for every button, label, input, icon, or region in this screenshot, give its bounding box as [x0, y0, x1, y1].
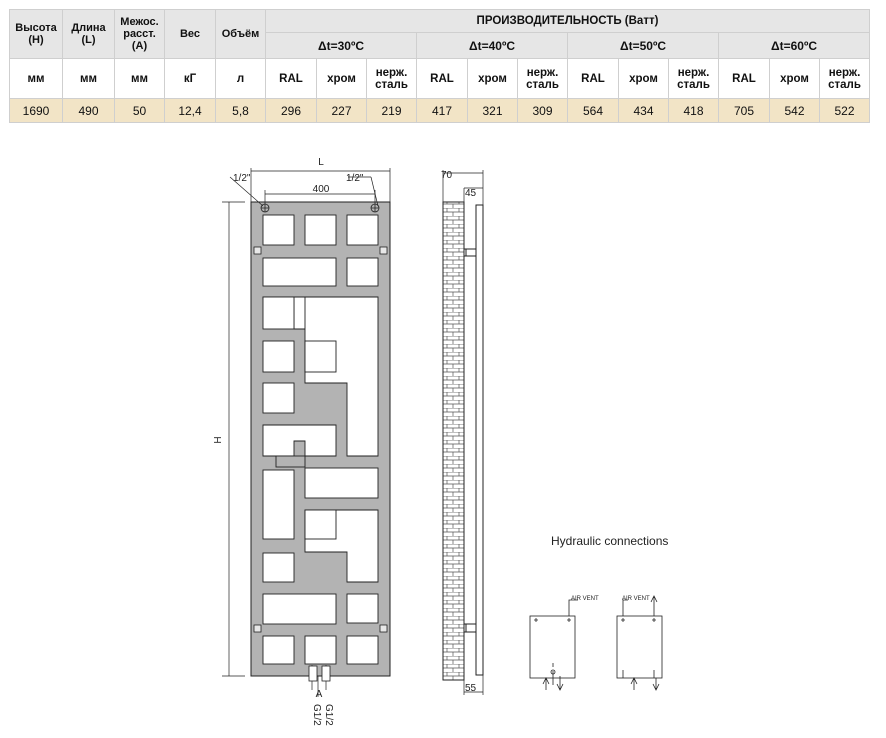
value-cell: 50: [114, 98, 165, 123]
finish-cell: нерж. сталь: [517, 58, 568, 99]
label-400: 400: [313, 184, 330, 195]
unit-cell: мм: [114, 58, 165, 99]
value-cell: 321: [467, 98, 518, 123]
radiator-front-view: [222, 168, 391, 697]
value-cell: 522: [819, 98, 870, 123]
label-half-inch-left: 1/2": [233, 173, 251, 184]
finish-cell: RAL: [567, 58, 619, 99]
header-height: Высота (H): [9, 9, 63, 59]
air-vent-label-2: AIR VENT: [622, 596, 650, 602]
label-g-left: G1/2: [311, 704, 322, 726]
finish-cell: хром: [769, 58, 820, 99]
label-l: L: [318, 157, 324, 168]
header-volume: Объём: [215, 9, 266, 59]
delta-60: Δt=60ºC: [718, 32, 870, 59]
finish-cell: нерж. сталь: [366, 58, 417, 99]
header-performance: ПРОИЗВОДИТЕЛЬНОСТЬ (Ватт): [265, 9, 870, 33]
value-cell: 418: [668, 98, 719, 123]
unit-cell: л: [215, 58, 266, 99]
value-cell: 309: [517, 98, 568, 123]
label-h: H: [211, 436, 222, 443]
delta-50: Δt=50ºC: [567, 32, 719, 59]
finish-cell: нерж. сталь: [668, 58, 719, 99]
value-cell: 705: [718, 98, 770, 123]
value-cell: 219: [366, 98, 417, 123]
finish-cell: хром: [618, 58, 669, 99]
label-55: 55: [465, 683, 477, 694]
value-cell: 5,8: [215, 98, 266, 123]
value-cell: 434: [618, 98, 669, 123]
finish-cell: RAL: [416, 58, 468, 99]
value-cell: 296: [265, 98, 317, 123]
header-length: Длина (L): [62, 9, 115, 59]
value-cell: 564: [567, 98, 619, 123]
air-vent-label-1: AIR VENT: [571, 596, 599, 602]
delta-30: Δt=30ºC: [265, 32, 417, 59]
spec-table: Высота (H) Длина (L) Межос. расст. (A) В…: [9, 9, 870, 123]
finish-cell: хром: [467, 58, 518, 99]
header-center: Межос. расст. (A): [114, 9, 165, 59]
radiator-side-view: [442, 170, 484, 695]
value-cell: 12,4: [164, 98, 216, 123]
hydraulic-diagram-2: [616, 595, 663, 691]
finish-cell: хром: [316, 58, 367, 99]
value-cell: 417: [416, 98, 468, 123]
label-70: 70: [441, 170, 453, 181]
value-cell: 490: [62, 98, 115, 123]
label-45: 45: [465, 188, 477, 199]
unit-cell: кГ: [164, 58, 216, 99]
label-g-right: G1/2: [323, 704, 334, 726]
delta-40: Δt=40ºC: [416, 32, 568, 59]
hydraulic-title: Hydraulic connections: [551, 534, 668, 548]
unit-cell: мм: [9, 58, 63, 99]
header-weight: Вес: [164, 9, 216, 59]
finish-cell: RAL: [718, 58, 770, 99]
hydraulic-diagram-1: [529, 599, 578, 691]
finish-cell: RAL: [265, 58, 317, 99]
value-cell: 1690: [9, 98, 63, 123]
value-cell: 542: [769, 98, 820, 123]
value-cell: 227: [316, 98, 367, 123]
label-half-inch-right: 1/2": [346, 173, 364, 184]
label-a: A: [316, 689, 323, 700]
